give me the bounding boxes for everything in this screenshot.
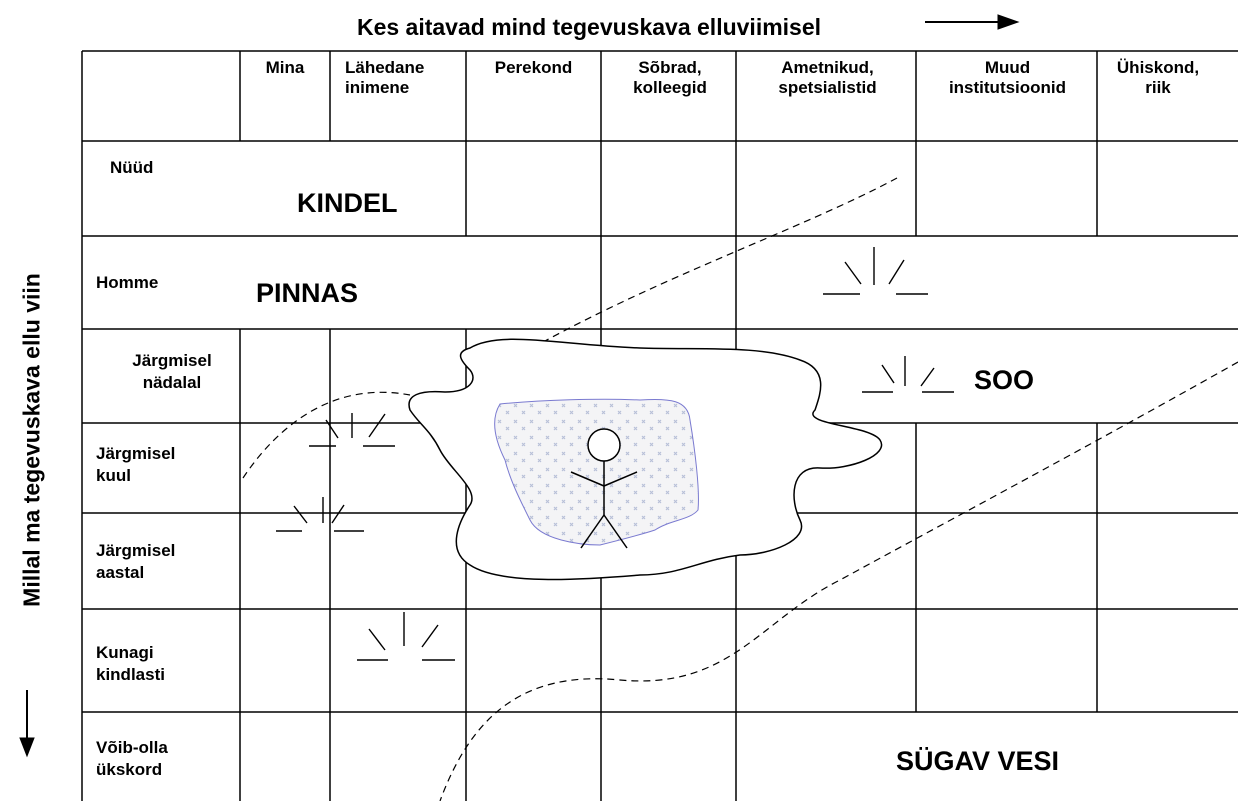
row-label-jargmisel-kuul: Järgmisel kuul — [96, 444, 176, 485]
column-header-uhiskond-riik: Ühiskond, riik — [1116, 58, 1200, 97]
stick-figure-icon — [570, 428, 638, 549]
grass-tuft-icon — [862, 356, 954, 393]
row-label-jargmisel-aastal: Järgmisel aastal — [96, 541, 176, 582]
column-header-ametnikud-spetsialistid: Ametnikud, spetsialistid — [778, 58, 877, 97]
row-label-jargmisel-nadalal: Järgmisel nädalal — [132, 351, 212, 392]
grass-tuft-icon — [823, 247, 928, 295]
column-header-muud-institutsioonid: Muud institutsioonid — [948, 58, 1067, 97]
row-label-homme: Homme — [96, 273, 159, 292]
grass-tuft-icon — [276, 497, 364, 532]
zone-label-soo: SOO — [974, 365, 1035, 395]
diagram-title: Kes aitavad mind tegevuskava elluviimise… — [356, 14, 822, 40]
grass-tuft-icon — [357, 612, 455, 661]
zone-label-sugav-vesi: SÜGAV VESI — [896, 746, 1060, 776]
column-header-lahedane-inimene: Lähedane inimene — [345, 58, 425, 97]
column-header-sobrad-kolleegid: Sõbrad, kolleegid — [633, 58, 707, 97]
zone-label-pinnas: PINNAS — [256, 278, 359, 308]
column-header-perekond: Perekond — [494, 58, 573, 77]
right-arrow-icon — [925, 14, 1020, 30]
zone-boundary-lines — [242, 177, 1238, 801]
row-label-kunagi-kindlasti: Kunagi kindlasti — [96, 643, 165, 684]
grass-tuft-icon — [309, 413, 395, 447]
patterned-area — [494, 398, 699, 546]
column-header-mina: Mina — [265, 58, 305, 77]
down-arrow-icon — [19, 690, 35, 758]
row-label-voib-olla-ukskord: Võib-olla ükskord — [96, 738, 168, 779]
zone-label-kindel: KINDEL — [297, 188, 398, 218]
row-label-nuud: Nüüd — [110, 158, 154, 177]
